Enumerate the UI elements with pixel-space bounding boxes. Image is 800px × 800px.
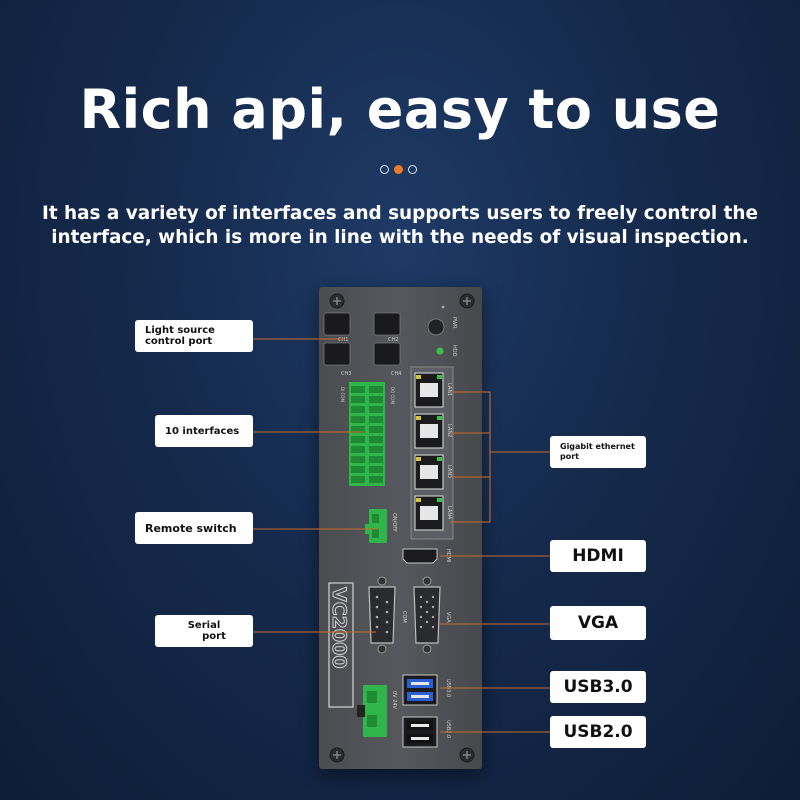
svg-text:0V 24V: 0V 24V <box>391 691 397 710</box>
callout-remote-switch-label: Remote switch <box>145 521 237 535</box>
callout-ten-interfaces-label: 10 interfaces <box>165 425 240 437</box>
callout-remote-switch: Remote switch <box>135 512 253 544</box>
hdd-led <box>436 347 444 355</box>
svg-text:DO COM: DO COM <box>390 387 395 404</box>
callout-gigabit-line2: port <box>560 452 579 461</box>
usb3-ports <box>402 674 438 706</box>
callout-hdmi: HDMI <box>550 540 646 572</box>
svg-text:VGA: VGA <box>445 612 451 623</box>
callout-hdmi-label: HDMI <box>572 546 624 566</box>
ch1-label: CH1 <box>338 337 348 343</box>
carousel-dot-active[interactable] <box>394 165 403 174</box>
callout-usb3-label: USB3.0 <box>563 677 633 697</box>
terminal-block <box>349 382 385 486</box>
dc-power-connector <box>357 685 387 737</box>
svg-text:ON/OFF: ON/OFF <box>391 513 397 532</box>
svg-text:LAN1: LAN1 <box>446 383 452 396</box>
callout-vga-label: VGA <box>577 613 619 633</box>
svg-text:LAN4: LAN4 <box>446 506 452 519</box>
callout-light-source: Light source control port <box>135 320 253 352</box>
svg-text:DI COM: DI COM <box>340 387 345 402</box>
callout-light-source-line1: Light source <box>145 325 215 336</box>
svg-text:USB2.0: USB2.0 <box>445 720 451 738</box>
power-button <box>427 318 445 336</box>
carousel-dot[interactable] <box>380 165 389 174</box>
ch2-label: CH2 <box>388 337 398 343</box>
ch3-label: CH3 <box>341 371 351 377</box>
light-source-connectors <box>323 312 401 366</box>
svg-text:PWR: PWR <box>451 317 457 329</box>
svg-text:LAN2: LAN2 <box>446 424 452 437</box>
callout-gigabit-ethernet: Gigabit ethernet port <box>550 436 646 468</box>
svg-text:COM: COM <box>401 611 407 623</box>
usb2-ports <box>402 716 438 748</box>
subtitle-line-2: interface, which is more in line with th… <box>51 227 749 248</box>
ch4-label: CH4 <box>391 371 401 377</box>
model-logo: VC2000 <box>328 582 354 708</box>
carousel-dots <box>380 165 420 175</box>
callout-gigabit-line1: Gigabit ethernet <box>560 442 635 451</box>
serial-port <box>368 576 396 654</box>
vga-port <box>413 576 441 654</box>
svg-text:LAN3: LAN3 <box>446 465 452 478</box>
page-subtitle: It has a variety of interfaces and suppo… <box>0 202 800 250</box>
callout-serial-port: Serial port <box>155 615 253 647</box>
callout-vga: VGA <box>550 606 646 640</box>
callout-usb3: USB3.0 <box>550 671 646 703</box>
callout-light-source-line2: control port <box>145 336 213 347</box>
lan-ports <box>414 372 444 531</box>
callout-serial-line1: Serial <box>187 620 221 631</box>
callout-usb2-label: USB2.0 <box>563 722 633 742</box>
hdmi-port <box>402 548 438 564</box>
callout-serial-line2: port <box>202 631 226 642</box>
callout-usb2: USB2.0 <box>550 716 646 748</box>
page-title: Rich api, easy to use <box>79 78 721 141</box>
carousel-dot[interactable] <box>408 165 417 174</box>
callout-ten-interfaces: 10 interfaces <box>155 415 253 447</box>
subtitle-line-1: It has a variety of interfaces and suppo… <box>42 203 758 224</box>
svg-text:HDD: HDD <box>451 345 457 357</box>
model-label: VC2000 <box>328 587 350 669</box>
